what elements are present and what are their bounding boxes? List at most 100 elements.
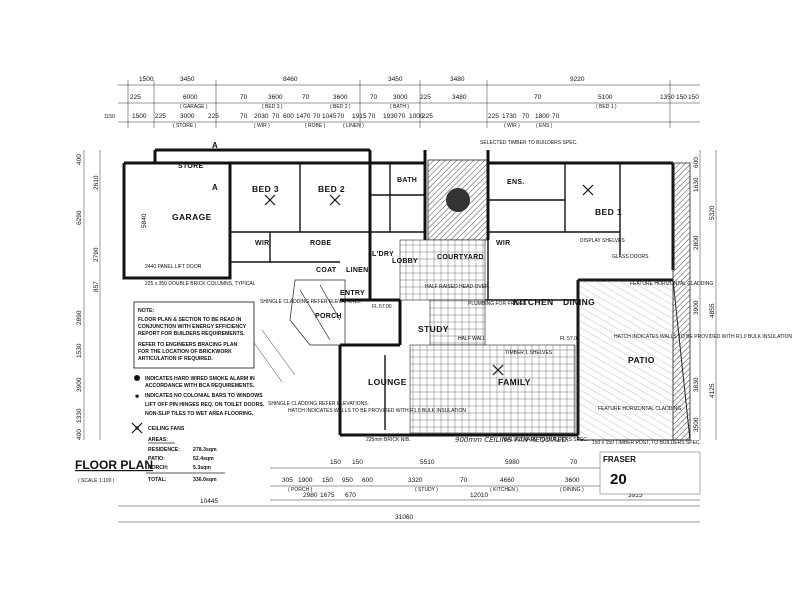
top-label: ( WIR ) — [254, 123, 270, 129]
bottom-label: ( KITCHEN ) — [490, 487, 518, 493]
left-dim: 2790 — [93, 247, 100, 262]
bottom-dim: 3915 — [628, 492, 643, 499]
stamp-text: FRASER — [603, 455, 636, 464]
bottom-dim: 12010 — [470, 492, 488, 499]
ceiling-fan-icon — [131, 422, 143, 434]
top-dim-r3: 70 — [337, 113, 345, 120]
top-label: ( BED 2 ) — [330, 104, 351, 110]
top-dim-r2: 150 — [676, 94, 687, 101]
right-dim: 3830 — [693, 377, 700, 392]
annotation-floor-level: FL 57.00 — [560, 336, 580, 342]
top-dim-r2: 5100 — [598, 94, 613, 101]
top-dim-r3: 1915 — [352, 113, 367, 120]
top-dim-r3: 225 — [155, 113, 166, 120]
family-tiles — [409, 344, 576, 434]
note-line: FLOOR PLAN & SECTION TO BE READ IN — [138, 317, 242, 323]
top-label: ( BED 1 ) — [596, 104, 617, 110]
annotation-brick-columns: 225 x 350 DOUBLE BRICK COLUMNS, TYPICAL — [145, 281, 256, 287]
room-store: STORE — [178, 163, 204, 170]
annotation-timber-shelves: TIMBER 1 SHELVES — [505, 350, 553, 356]
annotation-feature-cladding-2: FEATURE HORIZONTAL CLADDING — [598, 406, 681, 412]
top-dim-6: 9220 — [570, 76, 585, 83]
area-value: 5.3sqm — [193, 465, 211, 471]
top-dim-r2: 3600 — [333, 94, 348, 101]
bottom-label: ( STUDY ) — [415, 487, 438, 493]
area-label: TOTAL: — [148, 477, 167, 483]
annotation-timber: SELECTED TIMBER TO BUILDERS SPEC. — [480, 140, 578, 146]
right-dim: 1630 — [693, 177, 700, 192]
top-dim-r3: 70 — [398, 113, 406, 120]
left-dim: 6290 — [76, 210, 83, 225]
room-bed2: BED 2 — [318, 184, 345, 194]
top-dim-r3: 225 — [208, 113, 219, 120]
plan-annotations: SELECTED TIMBER TO BUILDERS SPEC. 2440 P… — [141, 140, 792, 446]
room-bed3: BED 3 — [252, 184, 279, 194]
annotation-brick-nib: 225mm BRICK NIB. — [366, 437, 410, 443]
room-bath: BATH — [397, 177, 417, 184]
bottom-dim: 70 — [570, 459, 578, 466]
room-ldry: L'DRY — [372, 251, 394, 258]
top-dim-2: 3450 — [180, 76, 195, 83]
top-dim-5: 3480 — [450, 76, 465, 83]
room-lobby: LOBBY — [392, 258, 418, 265]
porch-entry — [251, 279, 346, 383]
top-dim-r3: 70 — [368, 113, 376, 120]
bottom-dim: 3320 — [408, 477, 423, 484]
annotation-balustrade: BALUSTRADE TO BUILDERS SPEC. — [504, 437, 588, 443]
annotation-display-shelves: DISPLAY SHELVES — [580, 238, 625, 244]
room-family: FAMILY — [498, 377, 531, 387]
right-dim: 4125 — [709, 383, 716, 398]
top-dim-r3: 2030 — [254, 113, 269, 120]
top-dim-r3: 225 — [422, 113, 433, 120]
patio-deck — [577, 162, 691, 441]
bottom-dim: 150 — [322, 477, 333, 484]
legend-line: ACCORDANCE WITH BCA REQUIREMENTS. — [145, 383, 255, 389]
top-dim-r3: 1800 — [535, 113, 550, 120]
annotation-half-wall: HALF WALL — [458, 336, 486, 342]
room-labels: GARAGE STORE BED 3 BED 2 BATH BED 1 ENS.… — [172, 163, 655, 387]
area-value: 336.0sqm — [193, 477, 217, 483]
bottom-dim: 5510 — [420, 459, 435, 466]
top-dim-r3: 225 — [488, 113, 499, 120]
left-dim: 1330 — [76, 408, 83, 423]
approval-stamp: FRASER 20 — [599, 451, 701, 495]
annotation-hatch-walls: HATCH INDICATES WALLS TO BE PROVIDED WIT… — [614, 334, 792, 340]
room-linen: LINEN — [346, 267, 369, 274]
top-dim-3: 8460 — [283, 76, 298, 83]
annotation-feature-cladding: FEATURE HORIZONTAL CLADDING — [630, 281, 713, 287]
top-dim-r2: 70 — [370, 94, 378, 101]
ceiling-fan-icon — [264, 184, 594, 376]
asterisk-icon: ✱ — [135, 394, 140, 400]
top-label: ( STORE ) — [173, 123, 197, 129]
note-line: CONJUNCTION WITH ENERGY EFFICIENCY — [138, 324, 247, 330]
smoke-alarm-icon — [134, 375, 140, 381]
top-dim-unit: 1150 — [104, 114, 115, 120]
room-lounge: LOUNGE — [368, 377, 407, 387]
top-dim-r3: 70 — [313, 113, 321, 120]
top-dim-r3: 70 — [272, 113, 280, 120]
page-title: FLOOR PLAN — [75, 458, 153, 472]
annotation-half-raised: HALF RAISED HEAD OVER. — [425, 284, 490, 290]
bottom-dim: 70 — [460, 477, 468, 484]
annotation-garage-door: 2440 PANEL LIFT DOOR — [145, 264, 202, 270]
area-label: PORCH: — [148, 465, 169, 471]
lobby-tiles — [399, 239, 486, 301]
stamp-number: 20 — [610, 471, 627, 488]
top-dim-r3: 1930 — [383, 113, 398, 120]
legend-line: INDICATES HARD WIRED SMOKE ALARM IN — [145, 376, 255, 382]
top-dim-r3: 70 — [240, 113, 248, 120]
legend-line: INDICATES NO COLONIAL BARS TO WINDOWS — [145, 393, 263, 399]
legend-line: NON-SLIP TILES TO WET AREA FLOORING. — [145, 411, 254, 417]
annotation-hatch-walls-2: HATCH INDICATES WALLS TO BE PROVIDED WIT… — [288, 408, 466, 414]
room-patio: PATIO — [628, 355, 655, 365]
top-label: ( LINEN ) — [343, 123, 364, 129]
note-line: ARTICULATION IF REQUIRED. — [138, 356, 213, 362]
room-porch: PORCH — [315, 313, 342, 320]
note-line: REPORT FOR BUILDERS REQUIREMENTS. — [138, 331, 245, 337]
room-kitchen: KITCHEN — [513, 297, 554, 307]
room-coat: COAT — [316, 267, 337, 274]
annotation-glass-doors: GLASS DOORS — [612, 254, 649, 260]
room-courtyard: COURTYARD — [437, 254, 484, 261]
room-garage: GARAGE — [172, 212, 212, 222]
